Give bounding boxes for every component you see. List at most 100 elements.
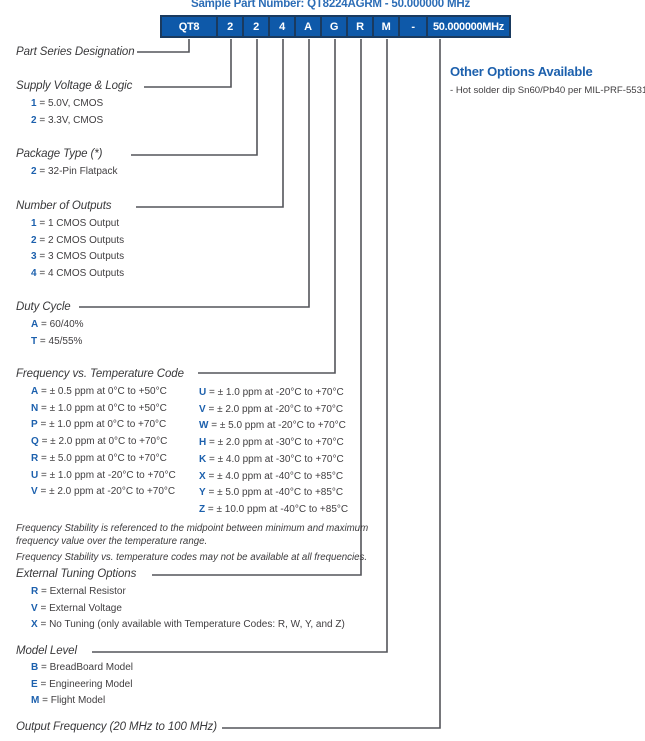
part-code-cell: 2 <box>244 17 268 36</box>
section-package-type: Package Type (*) 2 = 32-Pin Flatpack <box>16 148 117 181</box>
part-code-cell: A <box>296 17 320 36</box>
section-part-series: Part Series Designation <box>16 46 135 58</box>
option-code: X <box>31 619 38 631</box>
option-desc: = 3.3V, CMOS <box>39 114 104 126</box>
option-code: Q <box>31 436 39 448</box>
section-heading: Part Series Designation <box>16 46 135 58</box>
option-desc: = ± 10.0 ppm at -40°C to +85°C <box>207 503 349 515</box>
option-code: 1 <box>31 218 37 229</box>
option-row: Y = ± 5.0 ppm at -40°C to +85°C <box>199 485 348 502</box>
option-code: Z <box>199 503 206 515</box>
option-desc: = 4 CMOS Outputs <box>39 267 125 279</box>
option-desc: = ± 2.0 ppm at 0°C to +70°C <box>41 436 168 448</box>
part-code-cell: R <box>348 17 372 36</box>
option-desc: = ± 2.0 ppm at -20°C to +70°C <box>40 486 176 498</box>
option-row: B = BreadBoard Model <box>31 660 133 677</box>
option-row: V = ± 2.0 ppm at -20°C to +70°C <box>199 402 348 419</box>
section-number-of-outputs: Number of Outputs 1 = 1 CMOS Output 2 = … <box>16 200 124 282</box>
option-desc: = 2 CMOS Outputs <box>39 234 125 246</box>
part-code-cell: 2 <box>218 17 242 36</box>
section-freq-temp-code: Frequency vs. Temperature Code <box>16 368 184 380</box>
option-desc: = Flight Model <box>42 695 106 707</box>
option-desc: = Engineering Model <box>40 678 133 690</box>
option-code: V <box>31 602 38 614</box>
option-code: A <box>31 319 39 330</box>
option-desc: = ± 1.0 ppm at 0°C to +70°C <box>40 419 167 431</box>
option-code: V <box>31 486 38 498</box>
option-row: 1 = 5.0V, CMOS <box>31 96 132 113</box>
section-heading: Number of Outputs <box>16 200 112 212</box>
option-desc: = 45/55% <box>39 335 83 347</box>
option-desc: = ± 5.0 ppm at 0°C to +70°C <box>41 452 167 464</box>
option-code: 2 <box>31 234 37 246</box>
option-row: X = ± 4.0 ppm at -40°C to +85°C <box>199 469 348 486</box>
option-desc: = ± 5.0 ppm at -40°C to +85°C <box>208 487 344 499</box>
option-row: R = External Resistor <box>31 584 345 601</box>
section-heading: Model Level <box>16 645 77 657</box>
option-desc: = ± 1.0 ppm at 0°C to +50°C <box>41 402 167 414</box>
option-desc: = 5.0V, CMOS <box>39 98 104 109</box>
option-desc: = ± 4.0 ppm at -40°C to +85°C <box>208 470 344 482</box>
option-row: U = ± 1.0 ppm at -20°C to +70°C <box>199 385 348 402</box>
option-code: Y <box>199 487 206 499</box>
section-output-frequency: Output Frequency (20 MHz to 100 MHz) <box>16 721 217 733</box>
option-desc: = BreadBoard Model <box>41 662 134 673</box>
other-options-panel: Other Options Available - Hot solder dip… <box>450 64 645 96</box>
option-code: 1 <box>31 98 37 109</box>
option-code: N <box>31 402 39 414</box>
option-code: W <box>199 420 209 432</box>
option-code: T <box>31 335 38 347</box>
option-desc: = 60/40% <box>41 319 84 330</box>
part-code-cell: 4 <box>270 17 294 36</box>
part-code-cell: QT8 <box>162 17 216 36</box>
option-code: 4 <box>31 267 37 279</box>
option-desc: = 32-Pin Flatpack <box>39 166 118 177</box>
part-code-cell: M <box>374 17 398 36</box>
option-row: 4 = 4 CMOS Outputs <box>31 266 124 283</box>
frequency-stability-notes: Frequency Stability is referenced to the… <box>16 523 384 569</box>
option-desc: = 3 CMOS Outputs <box>39 251 125 263</box>
option-row: P = ± 1.0 ppm at 0°C to +70°C <box>31 417 176 434</box>
option-row: T = 45/55% <box>31 334 84 351</box>
option-row: U = ± 1.0 ppm at -20°C to +70°C <box>31 468 176 485</box>
option-row: V = External Voltage <box>31 601 345 618</box>
option-desc: = ± 1.0 ppm at -20°C to +70°C <box>41 469 176 481</box>
option-desc: = ± 0.5 ppm at 0°C to +50°C <box>41 386 167 397</box>
option-row: A = ± 0.5 ppm at 0°C to +50°C <box>31 384 176 401</box>
option-row: V = ± 2.0 ppm at -20°C to +70°C <box>31 484 176 501</box>
option-code: H <box>199 437 207 449</box>
option-code: 2 <box>31 166 37 177</box>
option-desc: = ± 2.0 ppm at -30°C to +70°C <box>209 437 344 449</box>
note: Frequency Stability is referenced to the… <box>16 523 369 547</box>
note: Frequency Stability vs. temperature code… <box>16 552 368 564</box>
option-row: Q = ± 2.0 ppm at 0°C to +70°C <box>31 434 176 451</box>
freq-temp-right-column: U = ± 1.0 ppm at -20°C to +70°C V = ± 2.… <box>199 385 348 519</box>
option-code: V <box>199 403 206 415</box>
option-code: A <box>31 386 39 397</box>
option-row: Z = ± 10.0 ppm at -40°C to +85°C <box>199 502 348 519</box>
option-row: X = No Tuning (only available with Tempe… <box>31 617 345 634</box>
option-row: 1 = 1 CMOS Output <box>31 216 124 233</box>
option-code: R <box>31 452 39 464</box>
option-row: N = ± 1.0 ppm at 0°C to +50°C <box>31 401 176 418</box>
option-row: H = ± 2.0 ppm at -30°C to +70°C <box>199 435 348 452</box>
part-code-cell: - <box>400 17 426 36</box>
option-code: B <box>31 662 39 673</box>
part-code-cell: 50.000000MHz <box>428 17 509 36</box>
other-options-heading: Other Options Available <box>450 64 593 79</box>
section-heading: Duty Cycle <box>16 301 71 313</box>
other-options-item: - Hot solder dip Sn60/Pb40 per MIL-PRF-5… <box>450 85 645 96</box>
section-heading: Supply Voltage & Logic <box>16 80 133 92</box>
page-title: Sample Part Number: QT8224AGRM - 50.0000… <box>190 0 471 10</box>
option-desc: = ± 4.0 ppm at -30°C to +70°C <box>209 453 344 465</box>
option-desc: = 1 CMOS Output <box>39 218 120 229</box>
section-heading: Package Type (*) <box>16 148 103 160</box>
freq-temp-left-column: A = ± 0.5 ppm at 0°C to +50°C N = ± 1.0 … <box>31 384 176 501</box>
option-code: R <box>31 586 39 597</box>
section-heading: External Tuning Options <box>16 568 137 580</box>
option-desc: = External Resistor <box>41 586 126 597</box>
option-row: A = 60/40% <box>31 317 84 334</box>
part-code-cell: G <box>322 17 346 36</box>
option-desc: = ± 1.0 ppm at -20°C to +70°C <box>209 387 344 398</box>
option-code: K <box>199 453 207 465</box>
